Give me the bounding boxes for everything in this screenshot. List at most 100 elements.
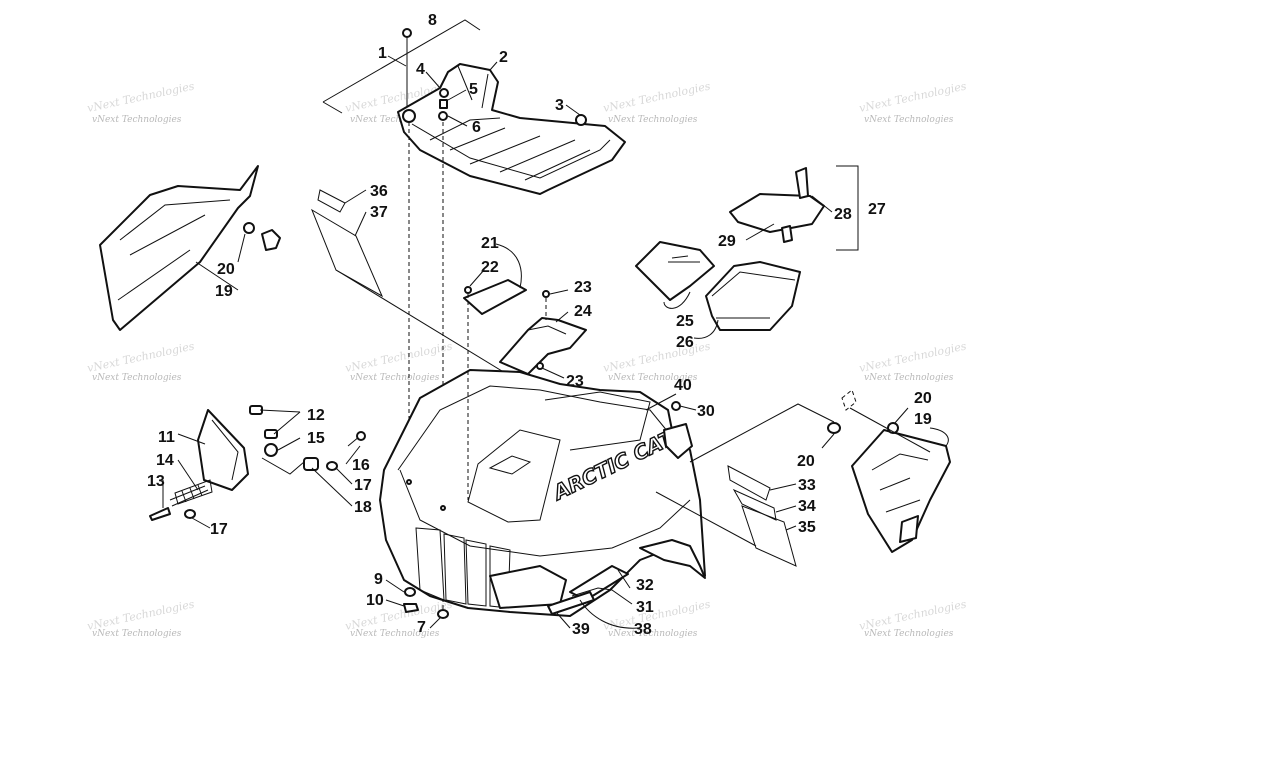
leader-12b bbox=[273, 411, 301, 435]
decal-37 bbox=[310, 208, 384, 298]
nut-6 bbox=[438, 111, 448, 121]
callout-22: 22 bbox=[481, 259, 499, 276]
callout-6: 6 bbox=[472, 119, 481, 136]
leader-38 bbox=[579, 599, 639, 629]
washer-9 bbox=[404, 587, 416, 597]
leader-25 bbox=[663, 291, 691, 309]
leader-5 bbox=[447, 89, 467, 101]
left-side-panel bbox=[99, 165, 281, 331]
leader-6 bbox=[447, 115, 468, 127]
liner-25 bbox=[635, 241, 715, 301]
fastener-7 bbox=[437, 609, 449, 619]
guide-right-2 bbox=[849, 407, 931, 453]
callout-33: 33 bbox=[798, 477, 816, 494]
callout-39: 39 bbox=[572, 621, 590, 638]
callout-2: 2 bbox=[499, 49, 508, 66]
leader-35 bbox=[785, 525, 797, 531]
callout-21: 21 bbox=[481, 235, 499, 252]
leader-7 bbox=[429, 617, 441, 629]
callout-31: 31 bbox=[636, 599, 654, 616]
callout-30: 30 bbox=[697, 403, 715, 420]
callout-20b: 20 bbox=[797, 453, 815, 470]
callout-1: 1 bbox=[378, 45, 387, 62]
watermark: vNext Technologies bbox=[864, 373, 954, 383]
bracket-1-end bbox=[322, 101, 343, 114]
headlight-lens bbox=[211, 419, 239, 481]
leader-24 bbox=[555, 311, 569, 323]
grille-slot-2 bbox=[443, 533, 467, 605]
callout-23a: 23 bbox=[574, 279, 592, 296]
leader-28 bbox=[811, 195, 833, 213]
leader-11 bbox=[177, 433, 206, 445]
headlight-assembly bbox=[149, 405, 366, 529]
decal-36-37 bbox=[310, 189, 521, 383]
front-rack-assembly bbox=[322, 19, 626, 612]
callout-17a: 17 bbox=[354, 477, 372, 494]
watermark: vNext Technologies bbox=[92, 629, 182, 639]
storage-bin-26 bbox=[705, 261, 801, 331]
leader-23a bbox=[549, 289, 569, 295]
bushing-18 bbox=[303, 457, 319, 471]
watermark-bg: vNext Technologies bbox=[602, 339, 712, 375]
callout-11: 11 bbox=[158, 429, 175, 446]
rivet-23a bbox=[542, 290, 550, 298]
callout-35: 35 bbox=[798, 519, 816, 536]
vent-decal-38 bbox=[547, 591, 595, 615]
watermark: vNext Technologies bbox=[92, 115, 182, 125]
leader-31 bbox=[571, 587, 633, 605]
watermark-bg: vNext Technologies bbox=[602, 79, 712, 115]
storage-lid-parts bbox=[463, 243, 587, 500]
right-side-panel bbox=[689, 389, 951, 553]
leader-19b bbox=[929, 427, 949, 447]
watermark-bg: vNext Technologies bbox=[858, 79, 968, 115]
leader-36 bbox=[344, 189, 367, 204]
mount-3 bbox=[575, 114, 587, 126]
leader-39 bbox=[555, 611, 571, 629]
mount-hole bbox=[440, 505, 446, 511]
right-fender-flare bbox=[639, 539, 706, 579]
callout-8: 8 bbox=[428, 12, 437, 29]
storage-lid-28 bbox=[729, 193, 825, 233]
watermark: vNext Technologies bbox=[608, 629, 698, 639]
watermark: vNext Technologies bbox=[350, 373, 440, 383]
callout-37: 37 bbox=[370, 204, 388, 221]
leader-23b bbox=[541, 367, 565, 379]
headlight-guide bbox=[261, 457, 305, 475]
callout-12: 12 bbox=[307, 407, 325, 424]
leader-21 bbox=[495, 243, 522, 289]
decal-34 bbox=[732, 488, 777, 521]
watermark-bg: vNext Technologies bbox=[86, 339, 196, 375]
pin-13 bbox=[149, 507, 171, 521]
leader-20b bbox=[821, 433, 835, 449]
callout-10: 10 bbox=[366, 592, 384, 609]
leader-12a bbox=[259, 409, 301, 413]
hood-hardware bbox=[385, 579, 449, 629]
washer-17a bbox=[326, 461, 338, 471]
callout-18: 18 bbox=[354, 499, 372, 516]
leader-10 bbox=[385, 599, 405, 607]
callout-29: 29 bbox=[718, 233, 736, 250]
callout-labels: 1 2 3 4 5 6 7 8 9 10 11 12 13 14 15 16 1… bbox=[147, 12, 932, 638]
liner-25-detail bbox=[668, 255, 700, 263]
rack-grommet bbox=[402, 109, 416, 123]
callout-13: 13 bbox=[147, 473, 165, 490]
callout-4: 4 bbox=[416, 61, 425, 78]
callout-19b: 19 bbox=[914, 411, 932, 428]
leader-3 bbox=[565, 104, 581, 116]
storage-bin-rim bbox=[711, 271, 796, 319]
cover-21 bbox=[463, 279, 527, 315]
watermark-bg: vNext Technologies bbox=[858, 339, 968, 375]
storage-lid-slot bbox=[488, 455, 532, 475]
adjuster-15 bbox=[264, 443, 278, 457]
right-panel-vent bbox=[899, 515, 919, 543]
leader-14 bbox=[177, 459, 199, 491]
front-body-hood: ARCTIC CAT bbox=[379, 369, 706, 629]
headlight-housing-11 bbox=[197, 409, 249, 491]
decal-33 bbox=[727, 465, 771, 501]
callout-28: 28 bbox=[834, 206, 852, 223]
headlight-opening bbox=[489, 565, 567, 609]
nut-10 bbox=[403, 603, 419, 613]
callout-15: 15 bbox=[307, 430, 325, 447]
left-fender-panel bbox=[99, 165, 259, 331]
